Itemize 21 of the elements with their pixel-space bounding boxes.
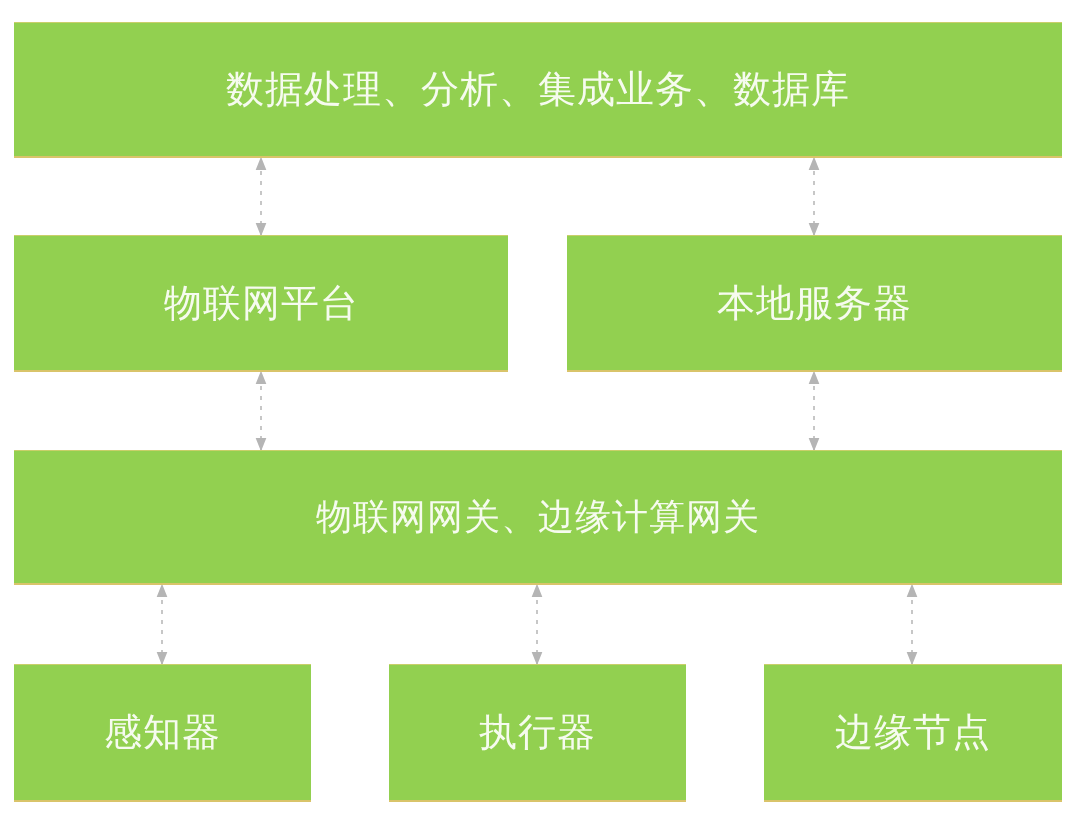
double-arrow	[808, 156, 820, 237]
box-label: 物联网网关、边缘计算网关	[316, 494, 760, 539]
layer-box	[14, 450, 1062, 585]
double-arrow	[531, 583, 543, 666]
layer-box	[764, 664, 1062, 802]
box-label: 数据处理、分析、集成业务、数据库	[226, 66, 850, 113]
double-arrow	[255, 156, 267, 237]
layer-box	[14, 22, 1062, 158]
layer-box	[389, 664, 686, 802]
layer-box	[567, 235, 1062, 372]
double-arrow	[906, 583, 918, 666]
box-label: 本地服务器	[717, 279, 912, 327]
box-label: 物联网平台	[163, 279, 359, 327]
double-arrow	[255, 370, 267, 452]
box-label: 感知器	[104, 709, 221, 756]
box-label: 执行器	[479, 709, 596, 756]
double-arrow	[156, 583, 168, 666]
layer-box	[14, 664, 311, 802]
layer-box	[14, 235, 508, 372]
box-label: 边缘节点	[835, 709, 991, 756]
double-arrow	[808, 370, 820, 452]
